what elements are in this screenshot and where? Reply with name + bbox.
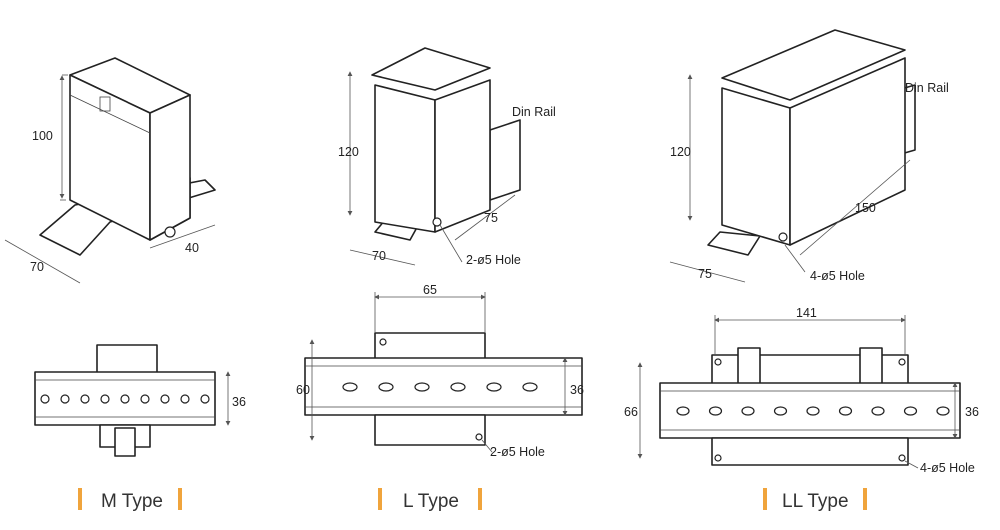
rail-slot — [522, 382, 538, 392]
ll-width-label: 75 — [698, 267, 712, 281]
ll-front-height-label: 66 — [624, 405, 638, 419]
ll-rail-height-label: 36 — [965, 405, 979, 419]
rail-slot — [486, 382, 502, 392]
m-type-title: M Type — [101, 491, 163, 512]
ll-type-iso-view: 120 Din Rail 150 75 4-ø5 Hole — [669, 29, 949, 283]
rail-slot — [120, 394, 130, 404]
l-side-face — [434, 79, 491, 233]
l-front-height-label: 60 — [296, 383, 310, 397]
ll-hole-label: 4-ø5 Hole — [810, 269, 865, 283]
rail-slot — [140, 394, 150, 404]
rail-slot — [838, 406, 853, 416]
ll-top-face — [721, 29, 906, 101]
l-depth-label: 75 — [484, 211, 498, 225]
rail-slot — [871, 406, 885, 416]
l-title-bar-left — [378, 488, 382, 510]
ll-front-face — [721, 87, 791, 246]
rail-slot — [708, 406, 723, 416]
l-rail-height-label: 36 — [570, 383, 584, 397]
rail-slot — [676, 406, 690, 416]
rail-slot — [342, 382, 358, 392]
ll-front-hole-label: 4-ø5 Hole — [920, 461, 975, 475]
l-front-width-label: 65 — [423, 283, 437, 297]
rail-slot — [741, 406, 755, 416]
l-width-label: 70 — [372, 249, 386, 263]
ll-din-rail-label: Din Rail — [905, 81, 949, 95]
rail-slot — [378, 382, 394, 392]
l-title-bar-right — [478, 488, 482, 510]
rail-slot — [100, 394, 110, 404]
ll-height-label: 120 — [670, 145, 691, 159]
l-hole-label: 2-ø5 Hole — [466, 253, 521, 267]
l-din-rail-label: Din Rail — [512, 105, 556, 119]
ll-length-label: 150 — [855, 201, 876, 215]
rail-slot — [903, 406, 918, 416]
m-height-label: 100 — [32, 129, 53, 143]
l-type-iso-view: 120 Din Rail 75 70 2-ø5 Hole — [338, 47, 556, 267]
l-top-face — [371, 47, 491, 91]
l-front-face — [374, 84, 436, 233]
m-width-label: 70 — [30, 260, 44, 274]
m-type-iso-view: 100 70 40 — [4, 57, 216, 284]
ll-type-front-view: 141 66 36 4-ø5 Hole — [624, 306, 979, 475]
rail-slot — [200, 394, 210, 404]
l-front-hole-label: 2-ø5 Hole — [490, 445, 545, 459]
l-din-rail — [489, 119, 521, 201]
rail-slot — [180, 394, 190, 404]
rail-slot — [414, 382, 430, 392]
rail-slot — [806, 406, 820, 416]
m-side-face — [149, 94, 191, 241]
rail-slot — [160, 394, 170, 404]
rail-slot — [80, 394, 90, 404]
m-title-bar-right — [178, 488, 182, 510]
ll-side-face — [789, 57, 906, 246]
l-height-label: 120 — [338, 145, 359, 159]
m-type-front-view: 36 — [34, 344, 246, 457]
l-type-title: L Type — [403, 491, 459, 512]
m-rail-height-label: 36 — [232, 395, 246, 409]
l-type-front-view: 65 60 36 2-ø5 Hole — [296, 283, 584, 459]
ll-type-title: LL Type — [782, 491, 849, 512]
rail-slot — [936, 406, 950, 416]
ll-front-width-label: 141 — [796, 306, 817, 320]
m-depth-label: 40 — [185, 241, 199, 255]
type-titles: M Type L Type LL Type — [78, 488, 867, 512]
rail-slot — [40, 394, 50, 404]
rail-slot — [450, 382, 466, 392]
ll-title-bar-left — [763, 488, 767, 510]
rail-slot — [773, 406, 788, 416]
rail-slot — [60, 394, 70, 404]
ll-title-bar-right — [863, 488, 867, 510]
m-title-bar-left — [78, 488, 82, 510]
